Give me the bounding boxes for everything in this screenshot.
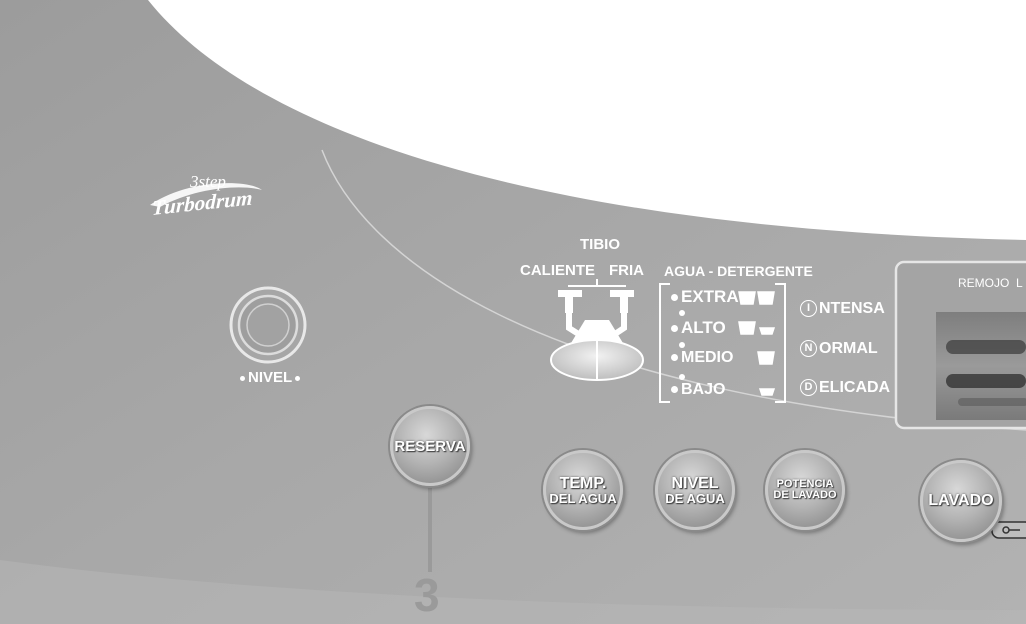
level-medio: MEDIO	[671, 349, 733, 367]
level-extra: EXTRA	[671, 287, 739, 307]
mode-delicada-letter: D	[800, 379, 817, 397]
nivel-button-line2: DE AGUA	[665, 490, 725, 506]
mode-normal-letter: N	[800, 340, 817, 358]
mode-intensa-rest: NTENSA	[819, 300, 885, 317]
level-alto-label: ALTO	[681, 318, 726, 337]
mode-intensa-letter: I	[800, 300, 817, 318]
display-remojo-label: REMOJO	[958, 276, 1010, 290]
mode-delicada-rest: ELICADA	[819, 379, 891, 396]
potencia-button-line2: DE LAVADO	[773, 489, 837, 501]
callout-number: 3	[414, 569, 440, 621]
agua-detergente-title: AGUA - DETERGENTE	[664, 263, 813, 279]
faucet-icon	[550, 279, 644, 381]
nivel-label-text: NIVEL	[248, 369, 293, 386]
brand-step-text: 3step	[190, 172, 226, 191]
level-extra-label: EXTRA	[681, 287, 739, 306]
lavado-button[interactable]: LAVADO	[920, 460, 1002, 542]
panel-arc-line	[321, 149, 1026, 431]
level-alto: ALTO	[671, 318, 726, 338]
temp-button-line2: DEL AGUA	[549, 490, 617, 506]
nivel-knob[interactable]	[229, 286, 307, 364]
temp-fria-label: FRIA	[609, 262, 644, 279]
cup-icons	[738, 291, 776, 396]
nivel-button-line1: NIVEL	[671, 474, 719, 492]
temp-caliente-label: CALIENTE	[520, 262, 595, 279]
mode-normal-rest: ORMAL	[819, 340, 878, 357]
level-bajo-label: BAJO	[681, 381, 726, 398]
temp-del-agua-button[interactable]: TEMP.DEL AGUA	[543, 450, 623, 530]
level-bajo: BAJO	[671, 381, 725, 399]
nivel-knob-label: NIVEL	[240, 369, 303, 386]
temp-tibio-label: TIBIO	[580, 236, 620, 253]
temp-button-line1: TEMP.	[559, 474, 607, 492]
brand-swoosh	[150, 183, 262, 207]
level-medio-label: MEDIO	[681, 349, 734, 366]
potencia-button-line1: POTENCIA	[776, 478, 834, 490]
display-l-label: L	[1016, 276, 1023, 290]
reserva-button-label: RESERVA	[394, 437, 466, 455]
agua-detergente-bracket	[659, 283, 786, 403]
reserva-button[interactable]: RESERVA	[390, 406, 470, 486]
lavado-button-label: LAVADO	[928, 492, 994, 509]
